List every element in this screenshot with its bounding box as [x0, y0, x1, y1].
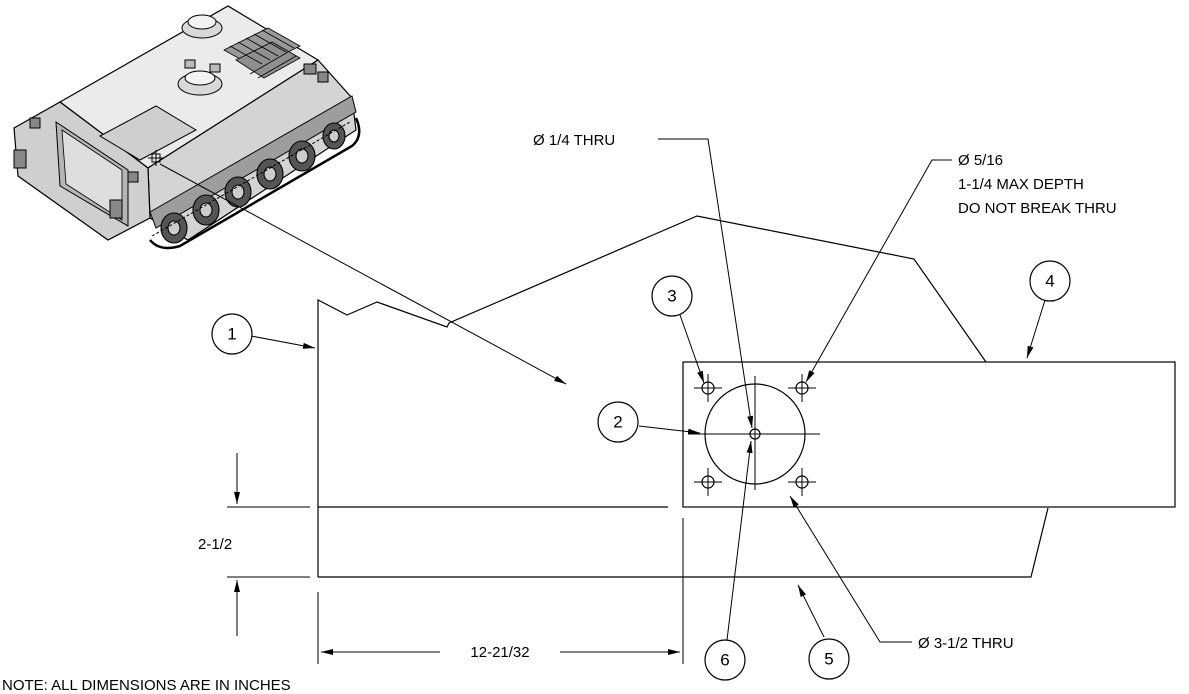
callout-6: 6	[704, 639, 746, 681]
svg-text:4: 4	[1045, 272, 1054, 291]
svg-text:1: 1	[227, 325, 236, 344]
callout-5: 5	[808, 638, 850, 680]
svg-text:6: 6	[720, 651, 729, 670]
note-3half-hole: Ø 3-1/2 THRU	[918, 635, 1014, 652]
hole-pattern	[690, 374, 820, 496]
dimension-width-label: 12-21/32	[470, 644, 529, 661]
note-516-line3: DO NOT BREAK THRU	[958, 200, 1117, 217]
reinforcement-block	[682, 361, 1176, 508]
width-dimension	[317, 518, 684, 664]
leader-lines	[159, 138, 1046, 643]
callout-2: 2	[597, 401, 639, 443]
dimensions-note: NOTE: ALL DIMENSIONS ARE IN INCHES	[2, 677, 291, 694]
note-516-line1: Ø 5/16	[958, 152, 1003, 169]
svg-text:2: 2	[613, 413, 622, 432]
svg-text:5: 5	[824, 650, 833, 669]
callout-4: 4	[1029, 260, 1071, 302]
note-quarter-hole: Ø 1/4 THRU	[533, 132, 615, 149]
note-516-line2: 1-1/4 MAX DEPTH	[958, 176, 1084, 193]
callout-3: 3	[651, 275, 693, 317]
dimension-height-label: 2-1/2	[198, 536, 232, 553]
armored-vehicle-illustration	[13, 5, 361, 250]
height-dimension	[227, 453, 310, 636]
plate-outline	[317, 215, 1049, 578]
callout-1: 1	[211, 313, 253, 355]
svg-text:3: 3	[667, 287, 676, 306]
